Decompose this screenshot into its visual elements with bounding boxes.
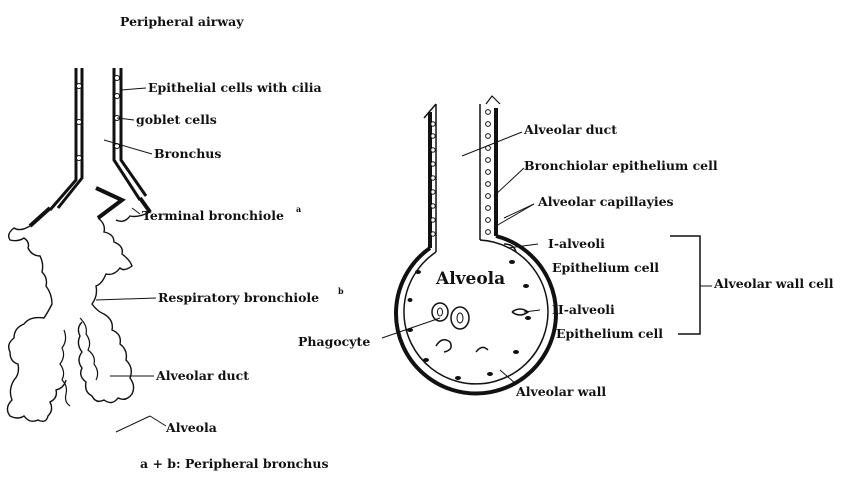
label-type1-line2: Epithelium cell [552,260,659,275]
label-type2-line2: Epithelium cell [556,326,663,341]
label-alveola-center: Alveola [435,269,505,289]
label-type2-line1: II-alveoli [552,302,615,317]
label-epithelial-cells: Epithelial cells with cilia [148,80,322,95]
phagocyte-cells [432,303,469,329]
bronchial-tree: Epithelial cells with cilia goblet cells… [7,68,344,435]
label-alveola-left: Alveola [165,420,217,435]
alveolus-diagram: Alveola Alveolar duct Bronchiolar epithe… [298,96,834,399]
label-bronchus: Bronchus [154,146,221,161]
label-respiratory-sup: b [338,286,344,296]
label-type1-line1: I-alveoli [548,236,605,251]
diagram-title: Peripheral airway [120,14,244,29]
alveolus-sphere: Alveola [396,236,556,393]
respiratory-bronchiole-outline [7,212,150,421]
label-alveolar-duct-right: Alveolar duct [523,122,617,137]
label-terminal-bronchiole: Terminal bronchiole [142,208,284,223]
label-terminal-sup: a [296,204,301,214]
alveolar-duct-tubes [424,96,500,252]
label-alveolar-capillaries: Alveolar capillayies [537,194,674,209]
label-phagocyte: Phagocyte [298,334,370,349]
label-alveolar-wall: Alveolar wall [515,384,606,399]
label-alveolar-duct-left: Alveolar duct [155,368,249,383]
label-bronchiolar-epithelium: Bronchiolar epithelium cell [524,158,718,173]
label-respiratory-bronchiole: Respiratory bronchiole [158,290,319,305]
label-goblet-cells: goblet cells [136,112,217,127]
wall-cell-bracket [670,236,700,334]
bronchus-tubes [30,68,150,226]
right-leaders [382,132,540,384]
diagram-caption: a + b: Peripheral bronchus [140,456,328,471]
label-alveolar-wall-cell: Alveolar wall cell [713,276,834,291]
